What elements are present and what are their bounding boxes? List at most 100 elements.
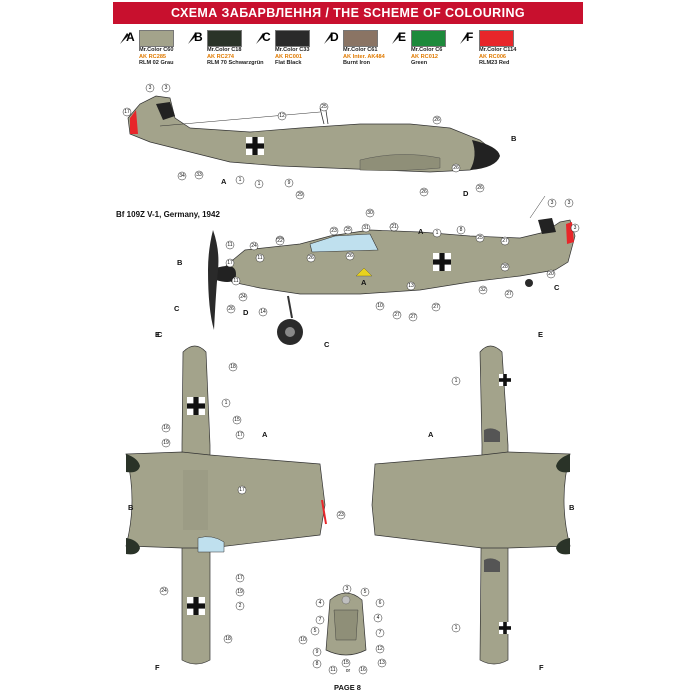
svg-text:27: 27 xyxy=(506,291,512,297)
svg-text:26: 26 xyxy=(453,165,459,171)
svg-text:9: 9 xyxy=(288,180,291,186)
callout: 17 xyxy=(225,258,235,268)
svg-text:3: 3 xyxy=(568,200,571,206)
svg-text:34: 34 xyxy=(179,173,185,179)
svg-text:7: 7 xyxy=(379,630,382,636)
callout: 25 xyxy=(343,225,353,235)
page-number: PAGE 8 xyxy=(334,683,361,692)
paint-letter: C xyxy=(262,30,271,44)
paint-marker: B xyxy=(177,258,183,267)
exhaust-panel xyxy=(359,154,441,171)
callout: 1 xyxy=(451,623,461,633)
nose-cowl-upper xyxy=(556,454,570,473)
tail-wheel xyxy=(525,279,533,287)
callout: 26 xyxy=(419,187,429,197)
svg-text:12: 12 xyxy=(279,113,285,119)
callout: 13 xyxy=(377,658,387,668)
svg-text:13: 13 xyxy=(408,283,414,289)
callout: 23 xyxy=(336,510,346,520)
svg-text:15: 15 xyxy=(343,660,349,666)
callout: 15 xyxy=(232,415,242,425)
callout: 24 xyxy=(238,292,248,302)
callout: 16 xyxy=(161,423,171,433)
callout: 13 xyxy=(406,281,416,291)
svg-text:1: 1 xyxy=(225,400,228,406)
svg-text:4: 4 xyxy=(319,600,322,606)
paint-marker: A xyxy=(361,278,367,287)
tail-swastika-block xyxy=(156,102,175,120)
svg-text:25: 25 xyxy=(477,235,483,241)
callout: 8 xyxy=(312,659,322,669)
paint-marker: A xyxy=(221,177,227,186)
side-view-top xyxy=(127,95,500,173)
callout: 24 xyxy=(159,586,169,596)
ak-code: AK RC001 xyxy=(275,53,303,60)
svg-text:11: 11 xyxy=(257,255,262,261)
spinner xyxy=(216,266,236,282)
callout: 26 xyxy=(306,253,316,263)
callout: 12 xyxy=(277,111,287,121)
spinner xyxy=(470,140,500,170)
svg-text:6: 6 xyxy=(379,600,382,606)
callout: 2 xyxy=(235,601,245,611)
or-label: or xyxy=(346,668,351,674)
brush-icon xyxy=(120,33,129,44)
svg-text:9: 9 xyxy=(316,649,319,655)
callout: 8 xyxy=(456,225,466,235)
paint-marker: B xyxy=(569,503,575,512)
mrcolor-code: Mr.Color C18 xyxy=(207,47,242,53)
color-name: RLM 70 Schwarzgrün xyxy=(207,60,264,66)
mrcolor-code: Mr.Color C61 xyxy=(343,47,378,53)
callout: 1 xyxy=(221,398,231,408)
fuselage-outline xyxy=(219,219,576,295)
svg-text:32: 32 xyxy=(480,287,486,293)
color-chip xyxy=(479,30,514,47)
paint-marker: C xyxy=(157,330,163,339)
callout: 27 xyxy=(408,312,418,322)
svg-text:10: 10 xyxy=(377,303,383,309)
callout: 9 xyxy=(312,647,322,657)
callout: 32 xyxy=(478,285,488,295)
paint-letter: B xyxy=(194,30,203,44)
callout: 4 xyxy=(315,598,325,608)
paint-marker: D xyxy=(243,308,249,317)
svg-text:1: 1 xyxy=(455,625,458,631)
wheel-well xyxy=(484,558,500,572)
svg-text:26: 26 xyxy=(477,185,483,191)
callout: 11 xyxy=(255,253,265,263)
callout: 14 xyxy=(258,307,268,317)
callout: 18 xyxy=(223,634,233,644)
callout: 3 xyxy=(570,223,580,233)
fuselage-cross-icon xyxy=(246,137,264,155)
svg-text:27: 27 xyxy=(410,314,416,320)
svg-text:26: 26 xyxy=(308,255,314,261)
antenna-wire xyxy=(529,195,546,219)
paint-letter: A xyxy=(126,30,135,44)
svg-text:24: 24 xyxy=(161,588,167,594)
paint-marker: B xyxy=(511,134,517,143)
callout: 26 xyxy=(432,115,442,125)
nose-cowl-upper xyxy=(126,454,140,473)
svg-text:23: 23 xyxy=(338,512,344,518)
callout: 28 xyxy=(500,262,510,272)
callout: 27 xyxy=(431,302,441,312)
callout: 3 xyxy=(145,83,155,93)
svg-text:1: 1 xyxy=(436,230,439,236)
svg-text:19: 19 xyxy=(237,589,243,595)
rudder-tip-red xyxy=(130,110,138,134)
landing-gear-strut xyxy=(287,295,293,319)
svg-text:28: 28 xyxy=(502,264,508,270)
ak-code: AK RC285 xyxy=(139,53,167,60)
callout: 7 xyxy=(315,615,325,625)
wing-cross-icon xyxy=(187,597,205,615)
callout: 3 xyxy=(161,83,171,93)
svg-text:30: 30 xyxy=(367,210,373,216)
callout: 22 xyxy=(275,236,285,246)
ak-code: AK RC274 xyxy=(207,53,235,60)
callouts-plan-left: 18 15 1 16 19 17 17 23 17 24 19 2 18 xyxy=(159,362,346,644)
paint-letter: E xyxy=(398,30,406,44)
callouts-plan-right: 1 1 xyxy=(451,376,461,633)
svg-text:3: 3 xyxy=(149,85,152,91)
color-name: RLM23 Red xyxy=(479,60,510,66)
callout: 19 xyxy=(235,587,245,597)
